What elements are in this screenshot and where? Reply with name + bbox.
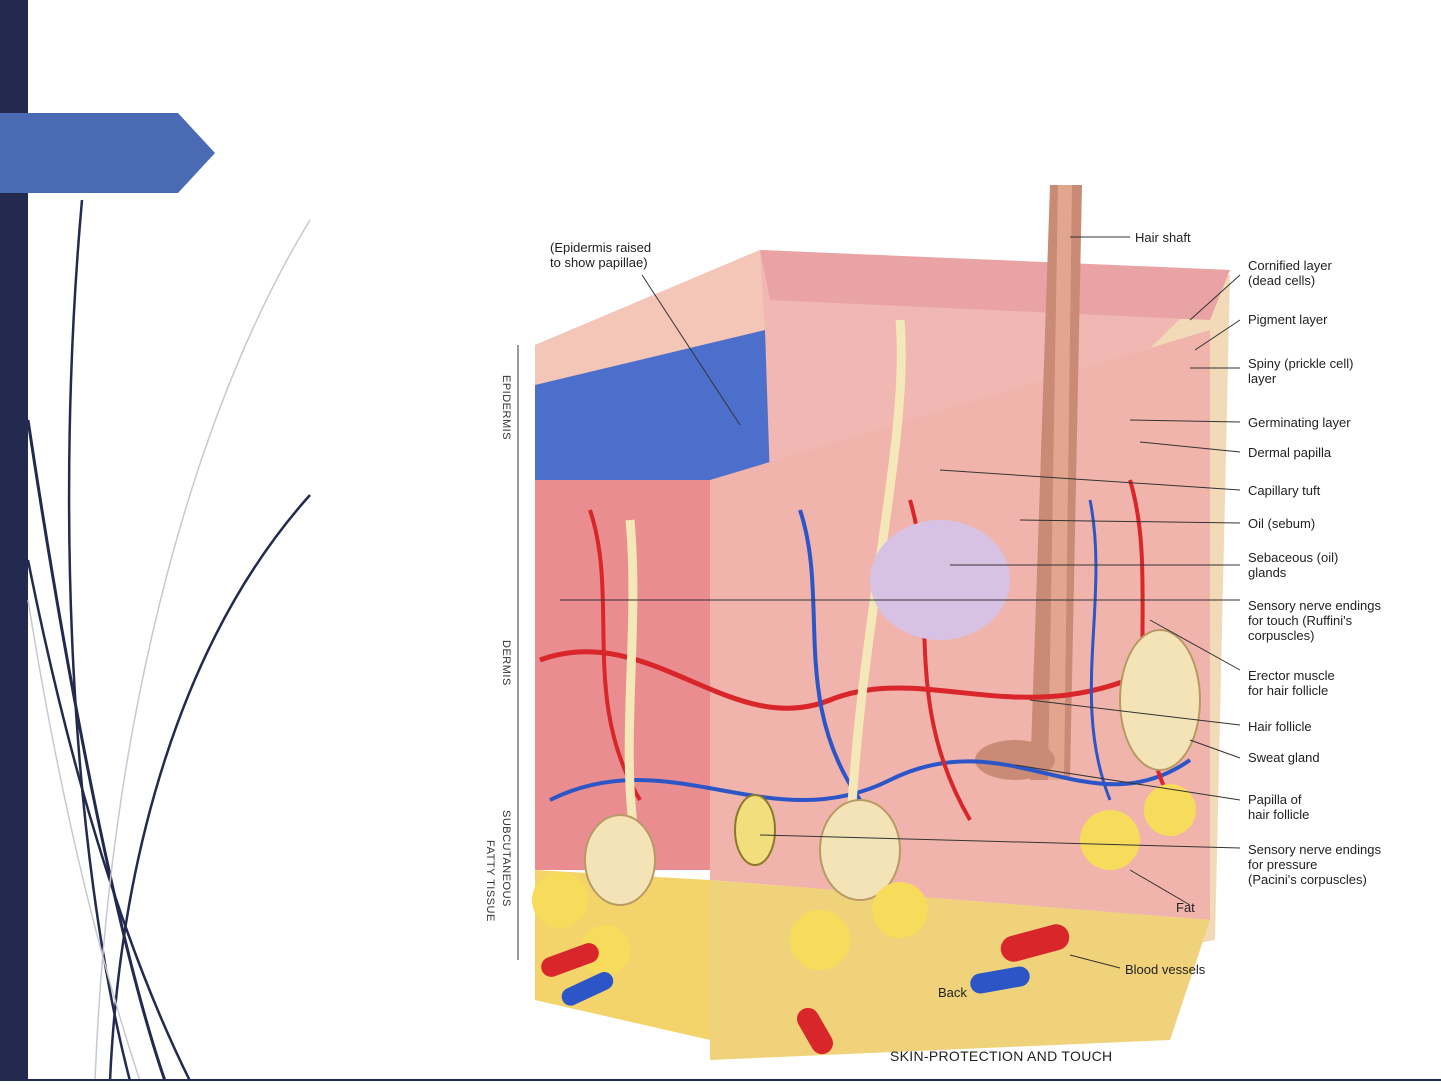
label-spiny-layer: Spiny (prickle cell) layer	[1248, 356, 1354, 386]
side-label-dermis: DERMIS	[500, 640, 512, 686]
label-hair-shaft: Hair shaft	[1135, 230, 1191, 245]
label-cornified-layer: Cornified layer (dead cells)	[1248, 258, 1332, 288]
bottom-border	[0, 1079, 1441, 1081]
side-label-fatty-tissue: FATTY TISSUE	[484, 840, 496, 922]
label-hair-follicle: Hair follicle	[1248, 719, 1312, 734]
title-tab-arrow	[0, 113, 215, 193]
label-back: Back	[938, 985, 967, 1000]
label-capillary-tuft: Capillary tuft	[1248, 483, 1321, 498]
label-fat: Fat	[1176, 900, 1195, 915]
skin-cross-section-figure: (Epidermis raised to show papillae) Hair…	[470, 180, 1440, 1080]
side-label-subcutaneous: SUBCUTANEOUS	[500, 810, 512, 907]
label-ruffini-corpuscles: Sensory nerve endings for touch (Ruffini…	[1248, 598, 1381, 643]
skin-illustration	[517, 185, 1241, 1060]
label-dermal-papilla: Dermal papilla	[1248, 445, 1332, 460]
label-sweat-gland: Sweat gland	[1248, 750, 1320, 765]
label-pigment-layer: Pigment layer	[1248, 312, 1328, 327]
label-sebaceous-glands: Sebaceous (oil) glands	[1248, 550, 1339, 580]
label-oil-sebum: Oil (sebum)	[1248, 516, 1316, 531]
label-germinating-layer: Germinating layer	[1248, 415, 1351, 430]
label-erector-muscle: Erector muscle for hair follicle	[1248, 668, 1335, 698]
note-epidermis-raised: (Epidermis raised to show papillae)	[550, 240, 652, 270]
decorative-curves	[26, 199, 311, 1081]
label-blood-vessels: Blood vessels	[1125, 962, 1206, 977]
label-pacini-corpuscles: Sensory nerve endings for pressure (Paci…	[1248, 842, 1381, 887]
label-papilla-hair-follicle: Papilla of hair follicle	[1248, 792, 1310, 822]
side-label-epidermis: EPIDERMIS	[500, 375, 512, 441]
figure-caption: SKIN-PROTECTION AND TOUCH	[890, 1048, 1113, 1064]
